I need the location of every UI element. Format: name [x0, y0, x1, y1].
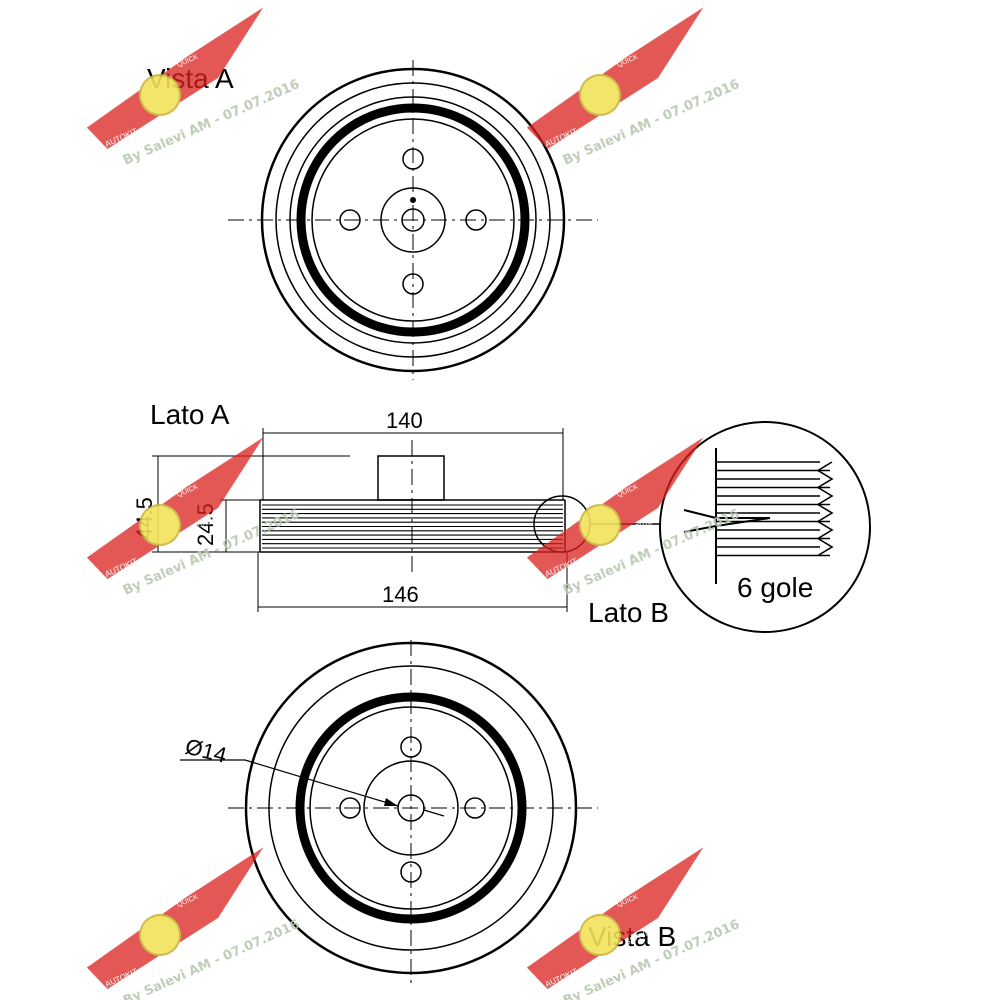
watermark-logo-icon [139, 914, 181, 956]
side-b-label: Lato B [588, 597, 669, 628]
view-a-drawing [228, 60, 598, 380]
watermark-logo-icon [579, 914, 621, 956]
watermark-logo-icon [579, 74, 621, 116]
watermark-logo-icon [139, 74, 181, 116]
watermark-logo-icon [579, 504, 621, 546]
width-146-label: 146 [382, 582, 419, 607]
hole-diameter-label: Ø14 [183, 734, 229, 768]
width-140-label: 140 [386, 408, 423, 433]
view-b-drawing [180, 640, 598, 985]
side-a-label: Lato A [150, 399, 230, 430]
groove-detail [683, 448, 834, 584]
grooves-count-label: 6 gole [737, 572, 813, 603]
watermark-logo-icon [139, 504, 181, 546]
